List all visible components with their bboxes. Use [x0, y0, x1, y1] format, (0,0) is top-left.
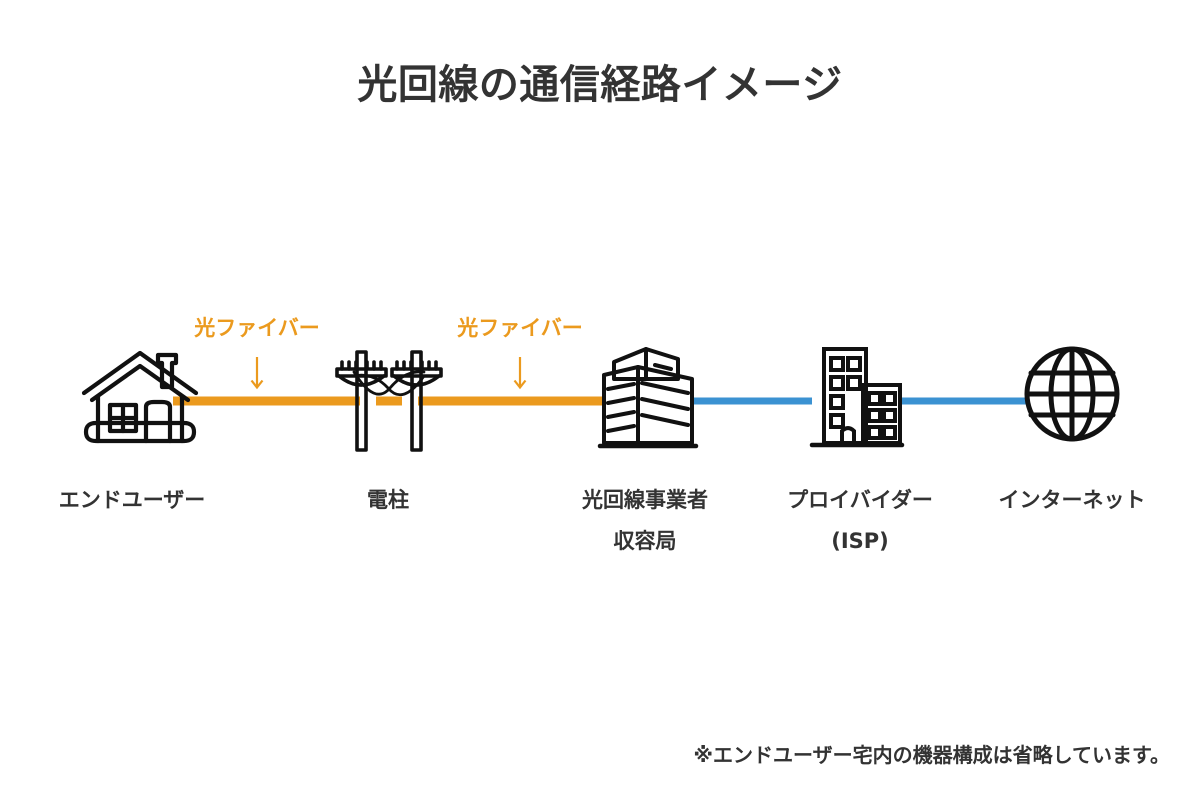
isp-building-icon: [809, 347, 905, 448]
page-title: 光回線の通信経路イメージ: [357, 62, 843, 108]
fiber-arrow-1: [250, 357, 264, 390]
caption-line: 収容局: [613, 528, 677, 553]
fiber-arrow-2: [513, 357, 527, 390]
caption-internet: インターネット: [972, 480, 1172, 521]
footnote-text: ※エンドユーザー宅内の機器構成は省略しています。: [693, 743, 1170, 767]
caption-carrier-office: 光回線事業者 収容局: [545, 480, 745, 562]
globe-icon: [1024, 346, 1120, 442]
internet-node[interactable]: [1023, 345, 1121, 443]
utility-pole-node[interactable]: [334, 348, 444, 454]
caption-line: インターネット: [998, 488, 1146, 512]
caption-line: 電柱: [367, 488, 409, 512]
house-icon: [81, 350, 199, 444]
carrier-office-node[interactable]: [597, 345, 699, 453]
caption-line: 光回線事業者: [582, 488, 708, 512]
office-building-icon: [597, 347, 699, 449]
isp-node[interactable]: [809, 345, 905, 453]
fiber-label-2: 光ファイバー: [457, 316, 583, 340]
end-user-node[interactable]: [80, 345, 200, 455]
caption-line: (ISP): [831, 528, 889, 553]
fiber-label-1: 光ファイバー: [194, 316, 320, 340]
caption-line: プロイバイダー: [787, 488, 933, 512]
caption-line: エンドユーザー: [58, 488, 206, 512]
caption-end-user: エンドユーザー: [32, 480, 232, 521]
caption-isp: プロイバイダー (ISP): [760, 480, 960, 562]
utility-pole-icon: [335, 350, 443, 452]
caption-utility-pole: 電柱: [288, 480, 488, 521]
